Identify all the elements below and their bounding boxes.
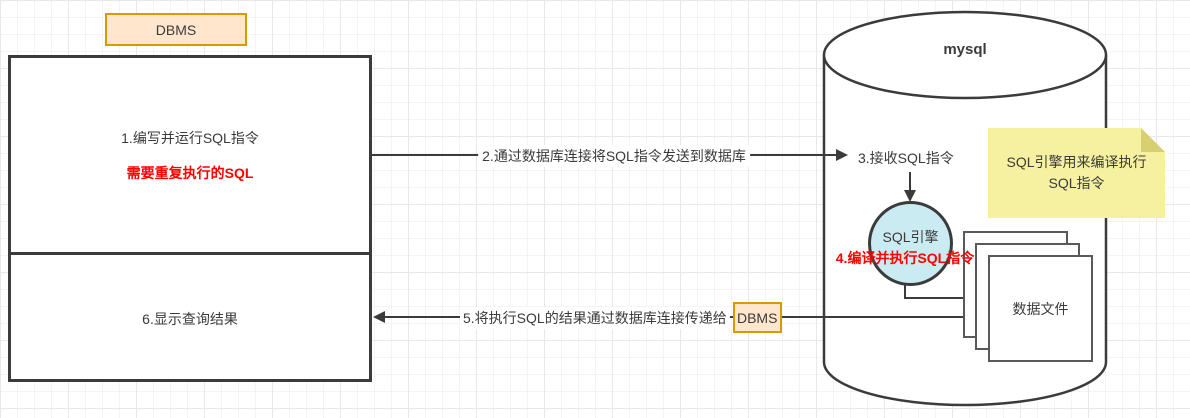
dbms-box-lower-section: 6.显示查询结果: [11, 255, 369, 382]
data-file-front: 数据文件: [988, 255, 1093, 362]
data-file-label: 数据文件: [1012, 300, 1069, 317]
step4-red-label: 4.编译并执行SQL指令: [835, 250, 975, 266]
sql-engine-note: SQL引擎用来编译执行 SQL指令: [988, 128, 1165, 218]
dbms-box-upper-section: 1.编写并运行SQL指令 需要重复执行的SQL: [11, 58, 369, 255]
engine-to-files-line-horizontal: [904, 297, 972, 299]
arrowhead-left-icon: [373, 311, 385, 323]
arrowhead-right-icon: [836, 149, 848, 161]
engine-to-files-line-vertical: [904, 285, 906, 299]
step3-to-engine-line: [909, 172, 911, 192]
dbms-client-box: 1.编写并运行SQL指令 需要重复执行的SQL 6.显示查询结果: [8, 55, 372, 382]
note-fold-corner-icon: [1141, 128, 1165, 152]
sql-engine-circle: SQL引擎: [868, 201, 953, 286]
step2-label: 2.通过数据库连接将SQL指令发送到数据库: [478, 145, 750, 167]
step5-label: 5.将执行SQL的结果通过数据库连接传递给: [460, 306, 730, 329]
repeat-sql-note: 需要重复执行的SQL: [126, 164, 254, 181]
note-line2: SQL指令: [1048, 175, 1105, 191]
step5-dbms-target-label: DBMS: [736, 309, 778, 326]
sql-engine-label: SQL引擎: [882, 229, 939, 245]
step6-label: 6.显示查询结果: [142, 310, 238, 327]
dbms-title-label: DBMS: [155, 21, 197, 38]
step3-label: 3.接收SQL指令: [858, 150, 954, 166]
arrowhead-down-icon: [904, 190, 916, 202]
step1-label: 1.编写并运行SQL指令: [121, 129, 259, 146]
dbms-title-box: DBMS: [105, 13, 247, 46]
mysql-title-label: mysql: [943, 41, 987, 58]
step5-label-group: 5.将执行SQL的结果通过数据库连接传递给 DBMS: [460, 301, 782, 334]
step5-dbms-target-box: DBMS: [732, 302, 782, 333]
note-line1: SQL引擎用来编译执行: [1006, 154, 1147, 170]
